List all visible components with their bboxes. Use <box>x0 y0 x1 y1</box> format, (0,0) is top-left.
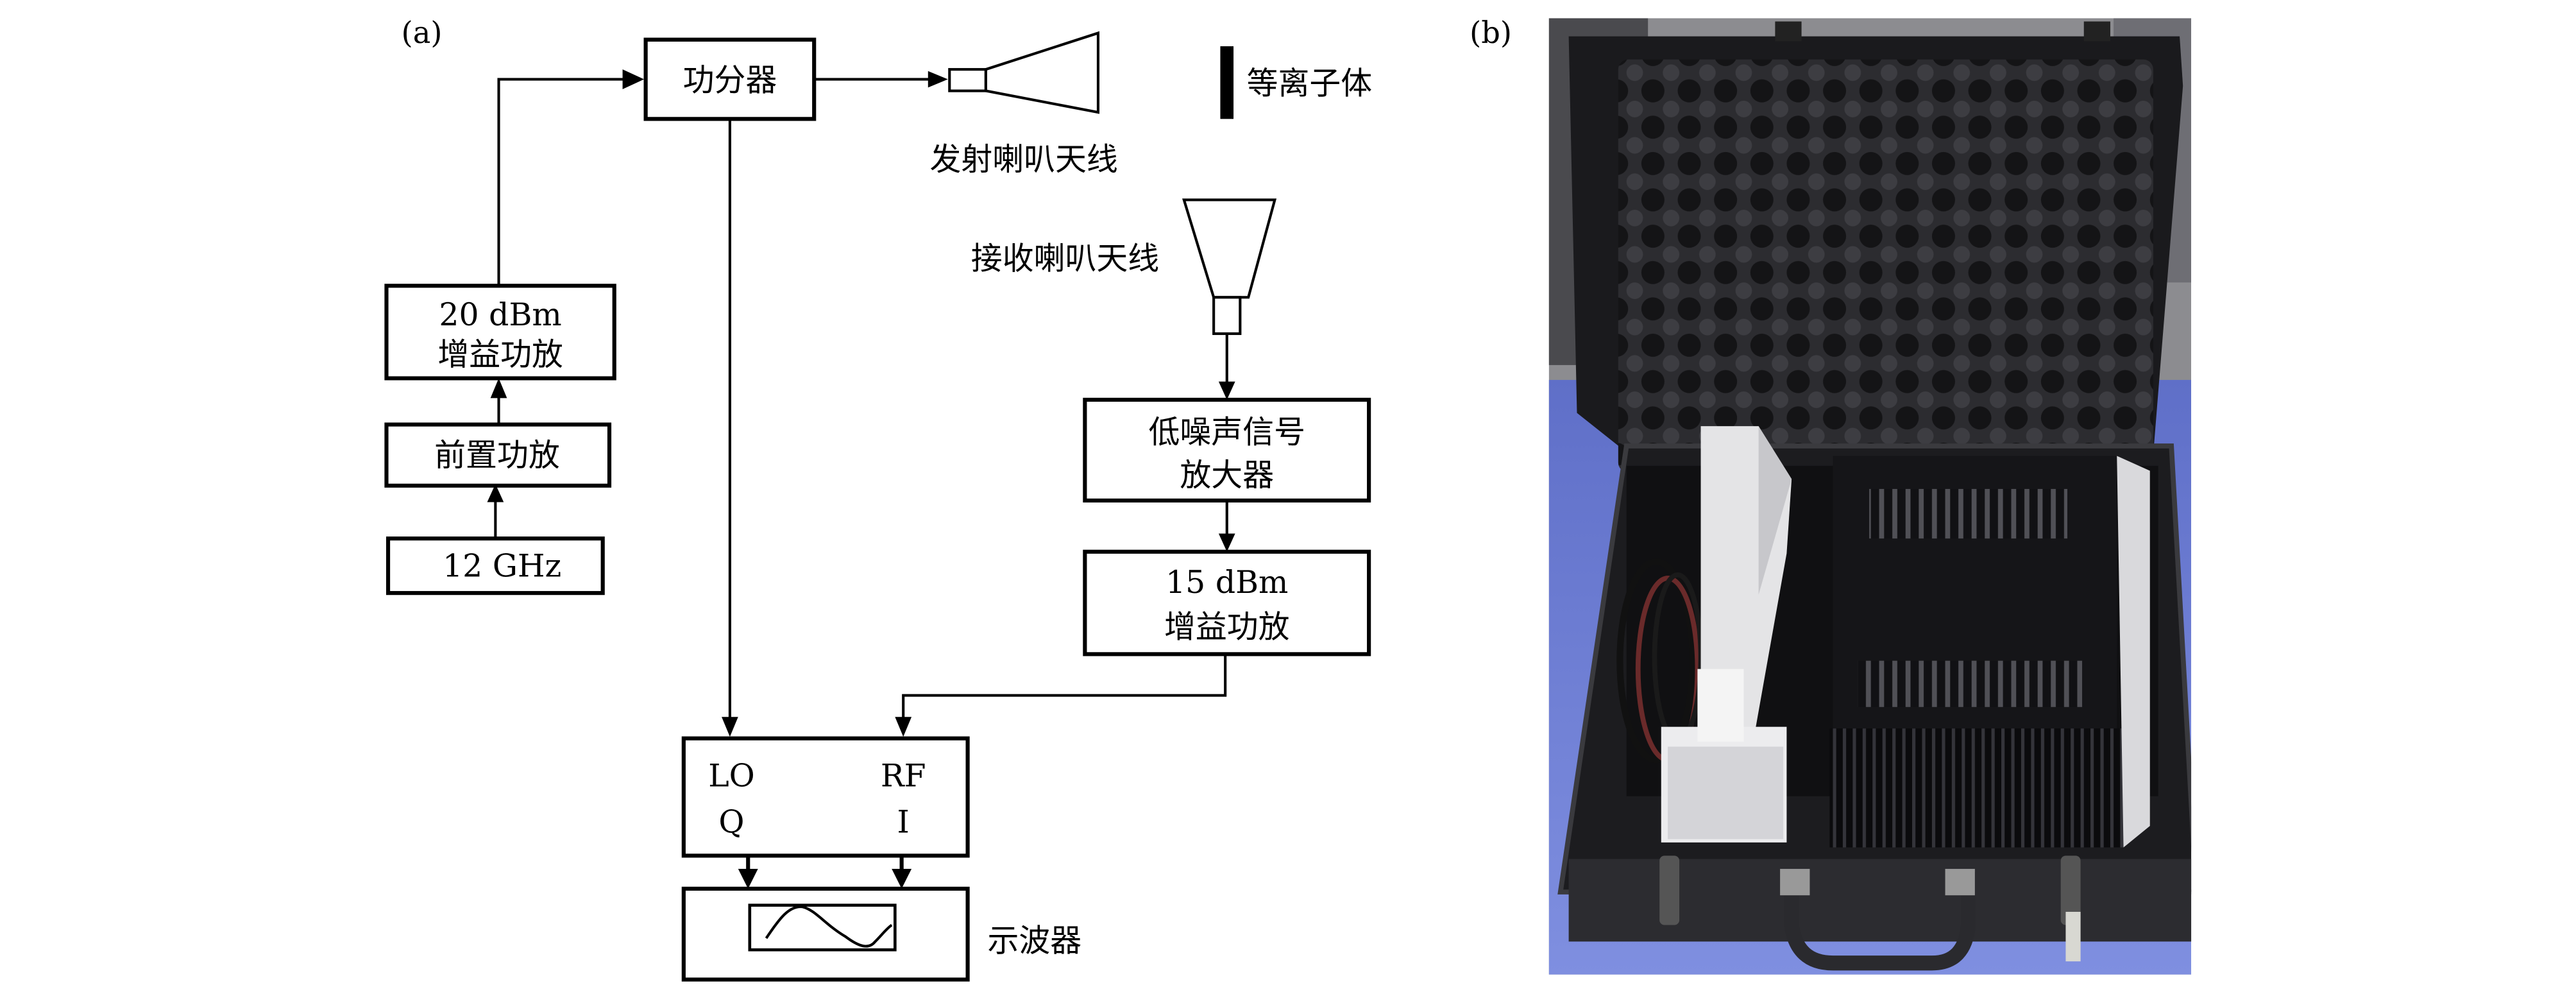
arrow-mixer-q-to-scope <box>738 855 758 889</box>
gain-amp-20dbm-power: 20 dBm <box>439 296 561 333</box>
mixer-q-port: Q <box>718 803 744 840</box>
tx-horn-antenna-label: 发射喇叭天线 <box>929 141 1117 178</box>
panel-b-photo: (b) <box>1470 15 2192 975</box>
arrow-source-to-preamp <box>487 484 504 539</box>
plasma-label: 等离子体 <box>1247 65 1373 102</box>
case-latch-left <box>1659 855 1680 925</box>
panel-a-block-diagram: (a) 功分器 20 dBm 增益功放 前置功放 12 GHz <box>384 15 1373 982</box>
arrow-gainamp-to-divider <box>497 69 645 286</box>
oscilloscope-label: 示波器 <box>987 923 1081 959</box>
horn-antenna-photo <box>1661 426 1792 843</box>
arrow-rx-horn-to-lna <box>1218 333 1235 400</box>
mixer-i-port: I <box>897 803 910 840</box>
arrow-divider-to-tx-horn <box>814 71 948 88</box>
instrument-heatsink <box>1829 728 2124 848</box>
mixer-block: LO RF Q I <box>681 736 970 858</box>
instrument-enclosure <box>1829 456 2150 848</box>
lna-block: 低噪声信号 放大器 <box>1083 397 1371 503</box>
panel-a-label: (a) <box>402 15 443 50</box>
source-12ghz-block: 12 GHz <box>386 536 605 595</box>
preamp-label: 前置功放 <box>434 437 560 474</box>
arrow-divider-to-mixer-lo <box>722 119 738 737</box>
mixer-lo-port: LO <box>708 757 755 794</box>
power-divider-label: 功分器 <box>683 62 777 99</box>
arrow-gainamp15-to-mixer-rf <box>895 654 1227 737</box>
gain-amp-20dbm-block: 20 dBm 增益功放 <box>384 284 616 381</box>
gain-amp-15dbm-power: 15 dBm <box>1165 564 1288 601</box>
preamp-block: 前置功放 <box>384 422 612 488</box>
sine-wave-icon <box>765 905 893 948</box>
oscilloscope-screen <box>748 904 897 952</box>
gain-amp-15dbm-label: 增益功放 <box>1164 609 1290 646</box>
arrow-lna-to-gainamp15 <box>1218 500 1235 552</box>
arrow-mixer-i-to-scope <box>892 855 912 889</box>
tx-horn-antenna-icon <box>948 31 1100 114</box>
source-12ghz-label: 12 GHz <box>443 547 561 584</box>
lna-label-line2: 放大器 <box>1180 457 1274 493</box>
lna-label-line1: 低噪声信号 <box>1149 414 1305 450</box>
case-key <box>2065 911 2081 962</box>
case-lid <box>1568 21 2183 496</box>
gain-amp-15dbm-block: 15 dBm 增益功放 <box>1083 549 1371 656</box>
power-divider-block: 功分器 <box>643 37 817 121</box>
panel-b-label: (b) <box>1470 15 1512 50</box>
oscilloscope-block <box>681 886 970 982</box>
plasma-slab-icon <box>1220 46 1234 119</box>
arrow-preamp-to-gainamp <box>490 378 507 425</box>
case-latch-right <box>2060 855 2081 925</box>
gain-amp-20dbm-label: 增益功放 <box>437 336 563 373</box>
rx-horn-antenna-label: 接收喇叭天线 <box>971 241 1159 277</box>
mixer-rf-port: RF <box>881 757 926 794</box>
rx-horn-antenna-icon <box>1182 198 1277 336</box>
photo-image <box>1548 18 2192 975</box>
case-handle <box>1784 872 1976 971</box>
